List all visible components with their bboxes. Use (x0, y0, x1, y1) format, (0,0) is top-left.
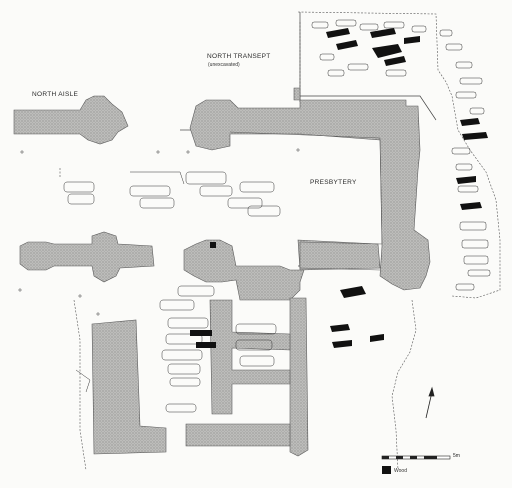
presbytery-label: PRESBYTERY (310, 179, 357, 186)
wood-legend-label: Wood (394, 468, 407, 474)
north-arrow (425, 386, 435, 419)
presbytery-foundation (189, 87, 431, 291)
wood-legend-swatch (382, 466, 391, 474)
scale-bar (381, 455, 451, 460)
grid-markers (18, 148, 300, 316)
south-walls (91, 297, 309, 457)
unexcavated-note: (unexcavated) (208, 62, 240, 68)
skeleton-outlines (311, 19, 491, 291)
nave-foundation (19, 231, 155, 283)
north-transept-label: NORTH TRANSEPT (207, 53, 271, 60)
burial-outlines (63, 171, 281, 413)
wood-remains (190, 28, 488, 348)
crossing-foundation (183, 239, 305, 301)
north-aisle-foundation (13, 95, 129, 145)
scale-bar-end-label: 5m (453, 453, 460, 459)
north-aisle-label: NORTH AISLE (32, 91, 79, 98)
